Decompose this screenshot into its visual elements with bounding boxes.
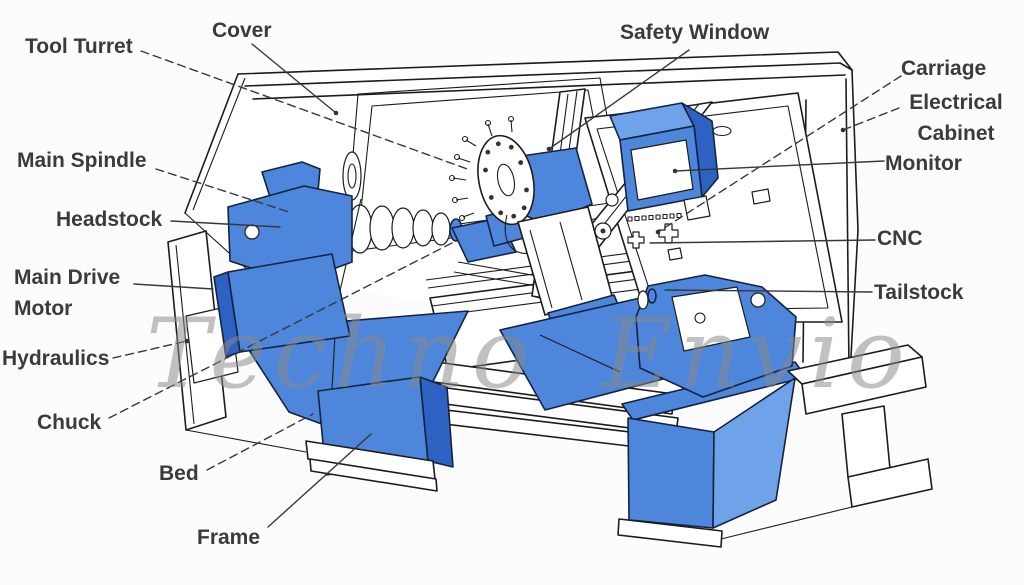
label-safety-window: Safety Window [620, 21, 770, 44]
cnc-controls [594, 193, 711, 261]
leader-main-drive-motor [133, 283, 214, 290]
cover-shape [184, 51, 853, 214]
label-main-drive-motor-line2: Motor [14, 297, 73, 320]
label-tool-turret: Tool Turret [25, 35, 133, 58]
label-monitor: Monitor [885, 152, 962, 175]
label-electrical-cabinet-line1: Electrical [909, 91, 1003, 114]
label-frame: Frame [197, 526, 261, 549]
monitor-shape [609, 102, 719, 212]
leader-safety-window [548, 49, 690, 150]
label-tailstock: Tailstock [874, 281, 964, 304]
leader-hydraulics [112, 340, 188, 359]
main-drive-motor-shape [213, 253, 351, 358]
label-main-drive-motor-line1: Main Drive [14, 266, 121, 289]
leader-monitor [674, 160, 885, 172]
tailstock-shape [617, 274, 807, 548]
frame-left-pedestal [305, 376, 454, 492]
leader-cover [251, 43, 337, 114]
leader-headstock [170, 220, 281, 228]
label-cnc: CNC [877, 227, 923, 250]
label-electrical-cabinet-line2: Cabinet [917, 122, 995, 145]
leader-electrical-cabinet [842, 107, 900, 131]
leader-main-spindle [155, 168, 293, 214]
label-bed: Bed [159, 462, 199, 485]
leader-lines [108, 43, 902, 528]
label-main-drive-motor: Main Drive Motor [14, 262, 120, 324]
label-main-spindle: Main Spindle [17, 149, 147, 172]
label-chuck: Chuck [37, 411, 102, 434]
label-electrical-cabinet: Electrical Cabinet [900, 87, 1012, 149]
watermark-text: Techno Envio [146, 298, 912, 410]
leader-tool-turret [140, 50, 471, 171]
leader-frame [267, 433, 372, 528]
label-headstock: Headstock [56, 208, 163, 231]
label-carriage: Carriage [901, 57, 987, 80]
leader-tailstock [664, 289, 873, 293]
label-cover: Cover [212, 19, 272, 42]
label-hydraulics: Hydraulics [2, 347, 110, 370]
leader-bed [206, 413, 314, 471]
leader-carriage [657, 75, 902, 233]
leader-cnc [649, 239, 876, 244]
base-bracket-shape [720, 344, 933, 540]
